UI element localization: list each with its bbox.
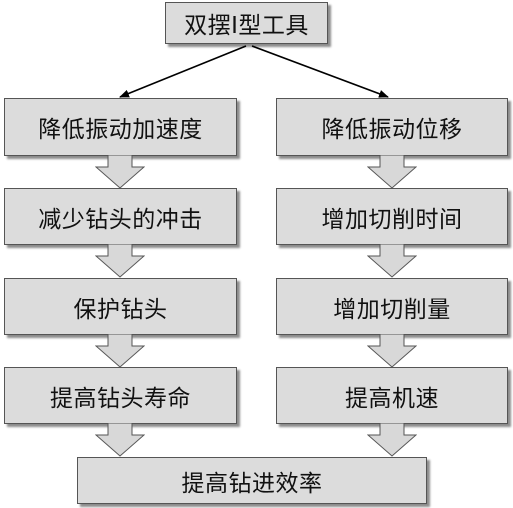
down-arrow-left-1 (95, 155, 145, 189)
down-arrow-right-4 (367, 423, 417, 457)
left-node-1: 降低振动加速度 (4, 98, 237, 156)
connector-left (119, 45, 247, 98)
left-node-4: 提高钻头寿命 (4, 367, 237, 424)
right-node-2: 增加切削时间 (276, 188, 508, 245)
down-arrow-right-3 (367, 334, 417, 368)
down-arrow-left-2 (95, 244, 145, 278)
left-node-2: 减少钻头的冲击 (4, 188, 237, 245)
root-node: 双摆I型工具 (165, 2, 328, 44)
left-node-3: 保护钻头 (4, 278, 237, 335)
down-arrow-left-4 (95, 423, 145, 457)
down-arrow-right-1 (367, 155, 417, 189)
right-node-4: 提高机速 (276, 367, 508, 424)
right-node-1: 降低振动位移 (276, 98, 508, 156)
result-node: 提高钻进效率 (77, 457, 427, 504)
connector-right (251, 45, 389, 98)
down-arrow-right-2 (367, 244, 417, 278)
right-node-3: 增加切削量 (276, 278, 508, 335)
down-arrow-left-3 (95, 334, 145, 368)
